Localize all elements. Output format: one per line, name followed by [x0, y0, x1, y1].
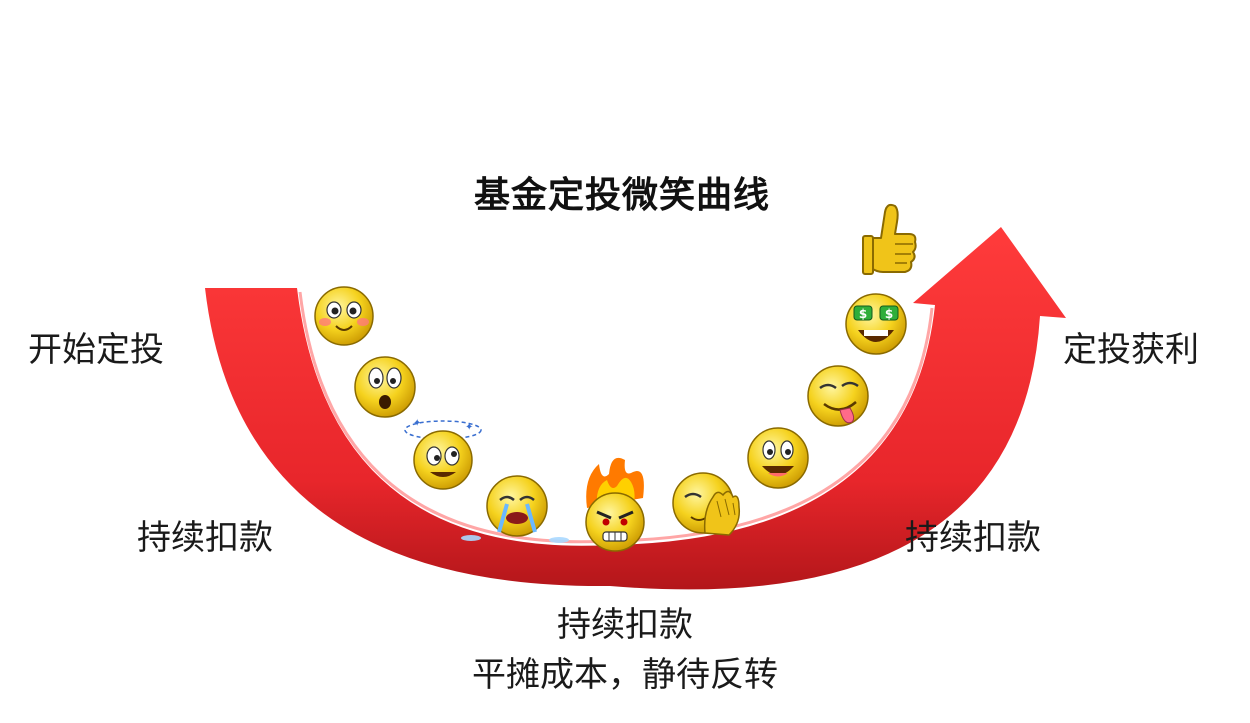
crying-icon: [461, 475, 569, 543]
tongue-out-icon: [807, 365, 869, 427]
diagram-title: 基金定投微笑曲线: [473, 175, 771, 216]
svg-text:$: $: [885, 307, 893, 321]
angry-on-fire-icon: [585, 457, 645, 552]
surprised-icon: [354, 356, 416, 418]
smile-curve-arrow: [205, 227, 1066, 590]
blushing-smile-icon: [314, 286, 374, 346]
happy-smile-icon: [747, 427, 809, 489]
svg-text:✦: ✦: [413, 418, 421, 429]
svg-text:$: $: [859, 307, 867, 321]
dizzy-icon: ✦ ✦: [404, 418, 482, 490]
label-investment-profit: 定投获利: [1063, 330, 1199, 370]
svg-text:✦: ✦: [465, 422, 473, 433]
money-eyes-icon: $ $: [845, 293, 907, 355]
facepalm-icon: [672, 472, 741, 536]
label-average-cost-wait-reversal: 平摊成本，静待反转: [472, 655, 778, 695]
label-continue-debit-bottom: 持续扣款: [557, 605, 693, 645]
label-continue-debit-right: 持续扣款: [905, 518, 1041, 558]
label-start-investing: 开始定投: [28, 330, 164, 370]
thumbs-up-icon: [862, 203, 917, 275]
label-continue-debit-left: 持续扣款: [137, 518, 273, 558]
